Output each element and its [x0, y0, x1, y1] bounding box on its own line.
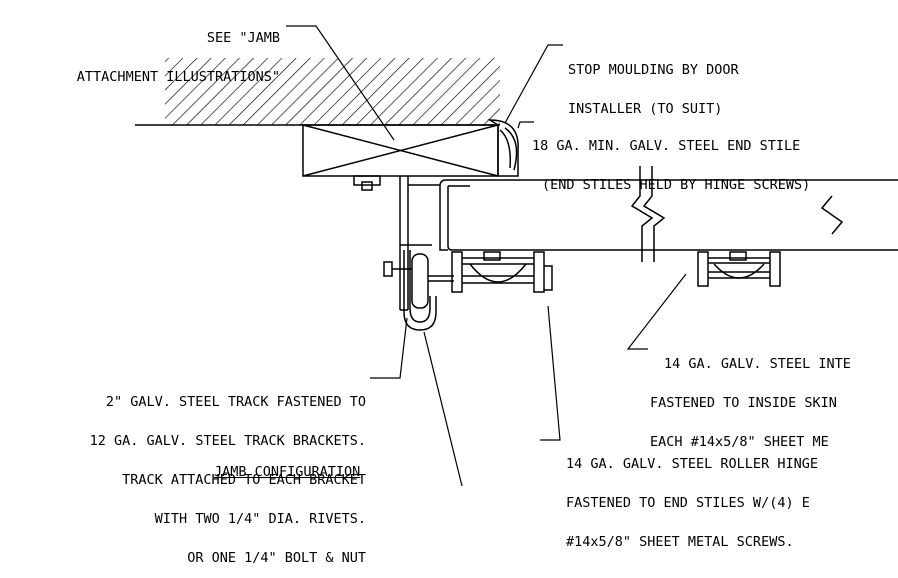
- intermediate-hinge: [697, 251, 781, 287]
- see-jamb-note: SEE "JAMB ATTACHMENT ILLUSTRATIONS": [8, 6, 280, 97]
- roller-hinge-line-3: #14x5/8" SHEET METAL SCREWS.: [566, 534, 794, 550]
- wall-hatch: [135, 58, 500, 126]
- track-line-3: TRACK ATTACHED TO EACH BRACKET: [122, 472, 366, 488]
- roller-hinge-line-1: 14 GA. GALV. STEEL ROLLER HINGE: [566, 456, 818, 472]
- stop-moulding-line-1: STOP MOULDING BY DOOR: [568, 62, 739, 78]
- jamb-configuration-drawing: [135, 25, 898, 486]
- track-line-1: 2" GALV. STEEL TRACK FASTENED TO: [105, 394, 366, 410]
- intermediate-line-1: 14 GA. GALV. STEEL INTE: [664, 356, 851, 372]
- track-line-5: OR ONE 1/4" BOLT & NUT: [187, 550, 366, 566]
- intermediate-line-3: EACH #14x5/8" SHEET ME: [650, 434, 829, 450]
- roller-hinge-note: 14 GA. GALV. STEEL ROLLER HINGE FASTENED…: [566, 432, 818, 562]
- leader-lines: [286, 25, 687, 486]
- see-jamb-line-1: SEE "JAMB: [206, 30, 280, 46]
- stop-moulding-line-2: INSTALLER (TO SUIT): [568, 101, 723, 117]
- track-line-2: 12 GA. GALV. STEEL TRACK BRACKETS.: [89, 433, 366, 449]
- track-bracket: [353, 175, 440, 311]
- door-section: [439, 166, 898, 262]
- end-stile-line-1: 18 GA. MIN. GALV. STEEL END STILE: [532, 138, 801, 154]
- roller-hinge-line-2: FASTENED TO END STILES W/(4) E: [566, 495, 810, 511]
- see-jamb-line-2: ATTACHMENT ILLUSTRATIONS": [76, 69, 280, 85]
- roller-wheel: [411, 253, 454, 309]
- stop-moulding: [487, 119, 519, 177]
- bracket-bolt: [383, 261, 412, 277]
- roller-hinge-end: [451, 251, 553, 293]
- intermediate-hinge-note: 14 GA. GALV. STEEL INTE FASTENED TO INSI…: [650, 332, 851, 462]
- end-stile-note: 18 GA. MIN. GALV. STEEL END STILE (END S…: [532, 114, 810, 205]
- end-stile-line-2: (END STILES HELD BY HINGE SCREWS): [542, 177, 811, 193]
- wood-jamb: [302, 124, 499, 177]
- drawing-title: JAMB CONFIGURATION: [214, 464, 361, 480]
- intermediate-line-2: FASTENED TO INSIDE SKIN: [650, 395, 837, 411]
- track-line-4: WITH TWO 1/4" DIA. RIVETS.: [154, 511, 366, 527]
- stop-moulding-note: STOP MOULDING BY DOOR INSTALLER (TO SUIT…: [568, 38, 739, 129]
- track: [400, 244, 437, 331]
